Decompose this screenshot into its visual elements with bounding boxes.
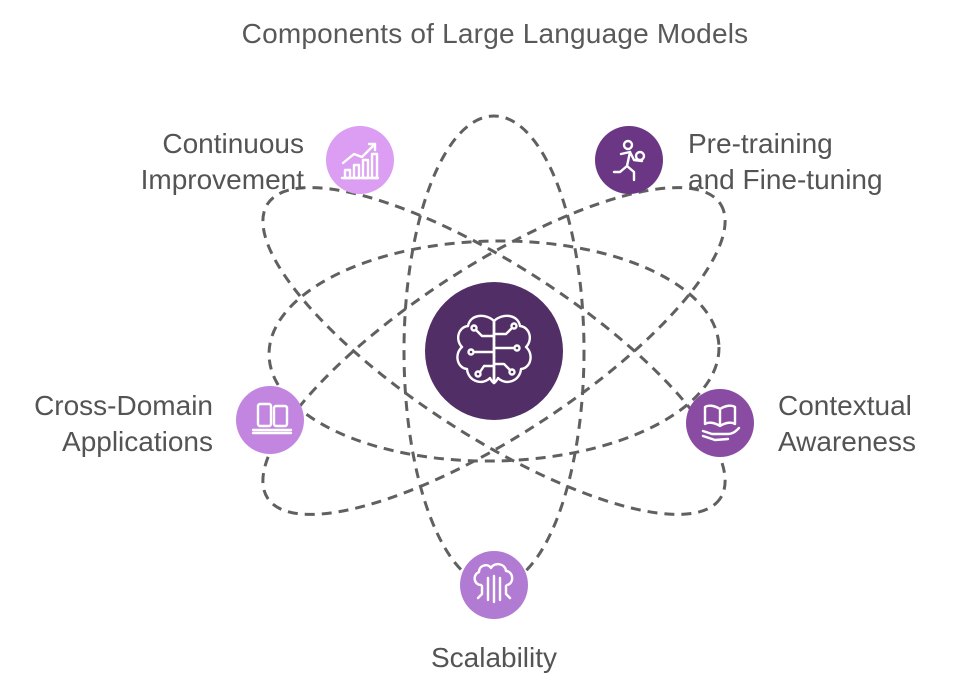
node-pretraining [595, 126, 663, 194]
book-in-hand-icon [701, 404, 741, 442]
orbit-horizontal [267, 239, 721, 463]
orbit-diagonal-right [261, 186, 727, 516]
label-pretraining: Pre-training and Fine-tuning [688, 126, 883, 198]
label-line-2: Awareness [778, 426, 917, 457]
label-line-2: Improvement [140, 164, 304, 195]
label-line-2: Applications [62, 426, 213, 457]
label-line-1: Scalability [430, 642, 558, 673]
brain-circuit-icon [456, 314, 532, 385]
label-contextual: Contextual Awareness [778, 388, 916, 460]
center-node [425, 282, 563, 420]
node-continuous-improvement [326, 126, 394, 194]
node-circle [326, 126, 394, 194]
devices-icon [251, 402, 293, 435]
cloud-circuit-icon [473, 563, 514, 604]
diagram-title: Components of Large Language Models [241, 18, 749, 49]
label-line-1: Contextual [778, 390, 912, 421]
label-continuous-improvement: Continuous Improvement [141, 126, 304, 198]
orbit-ellipses [261, 114, 727, 588]
label-line-1: Continuous [162, 128, 304, 159]
node-contextual [686, 389, 754, 457]
orbit-diagonal-left [261, 186, 727, 516]
running-person-icon [612, 139, 646, 182]
label-cross-domain: Cross-Domain Applications [34, 388, 213, 460]
label-scalability: Scalability [394, 640, 594, 676]
label-line-1: Cross-Domain [34, 390, 213, 421]
node-scalability [460, 551, 528, 619]
growth-chart-icon [340, 142, 380, 180]
label-line-1: Pre-training [688, 128, 833, 159]
label-line-2: and Fine-tuning [688, 164, 883, 195]
node-cross-domain [236, 386, 304, 454]
orbit-vertical [402, 114, 586, 588]
